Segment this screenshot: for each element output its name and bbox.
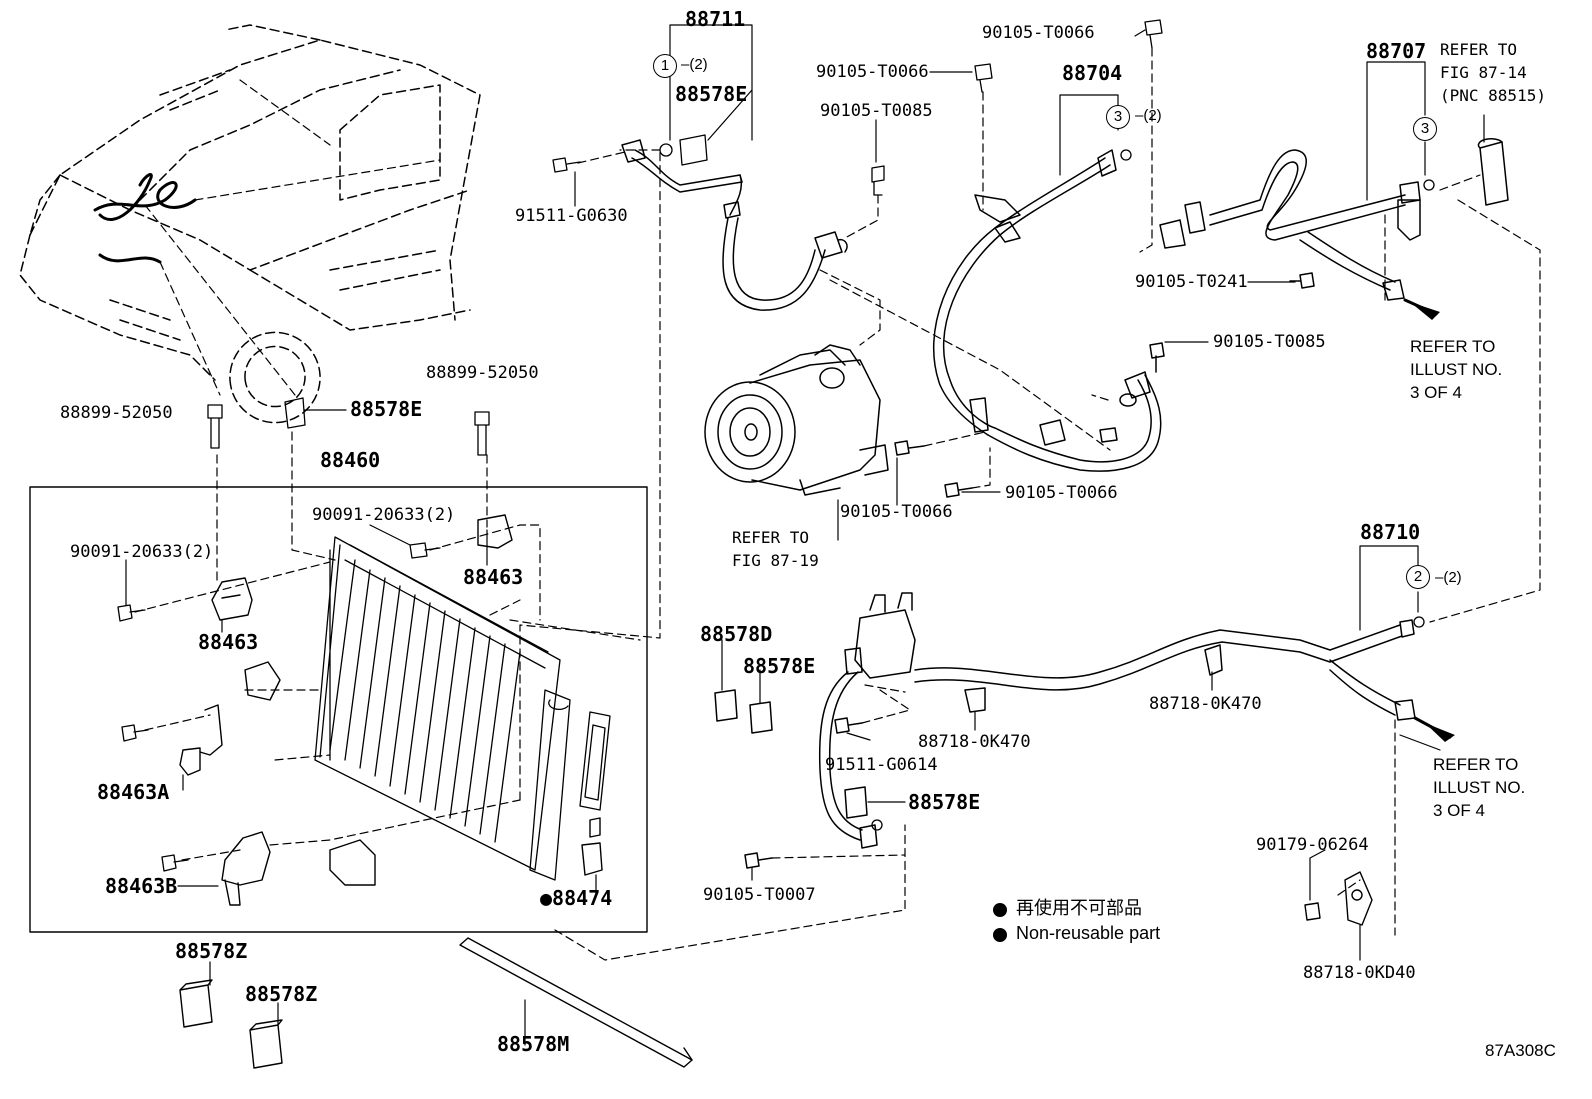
label-91511-G0614: 91511-G0614	[825, 755, 938, 775]
small-parts-top	[552, 19, 1163, 196]
legend-bullet-en	[993, 928, 1007, 942]
label-88460: 88460	[320, 448, 381, 472]
note-line: REFER TO	[1410, 337, 1496, 356]
label-88463-b: 88463	[198, 630, 259, 654]
legend-japanese: 再使用不可部品	[1016, 898, 1142, 918]
label-leaders	[125, 24, 1485, 1046]
label-90091-20633-b: 90091-20633(2)	[70, 542, 214, 562]
label-90105-T0066-b: 90105-T0066	[816, 62, 929, 82]
callout-3-qty: –(2)	[1135, 107, 1162, 124]
callout-2-qty-value: (2)	[1443, 569, 1462, 586]
label-88578Z-a: 88578Z	[175, 939, 248, 963]
callout-3-second: 3	[1413, 117, 1437, 141]
legend-english: Non-reusable part	[1016, 923, 1161, 943]
lower-leaders	[771, 684, 911, 859]
bolts	[117, 397, 490, 872]
label-91511-G0630: 91511-G0630	[515, 206, 628, 226]
label-88899-52050-b: 88899-52050	[426, 363, 539, 383]
label-88578D: 88578D	[700, 622, 773, 646]
label-88474: ●88474	[540, 886, 613, 910]
note-line: (PNC 88515)	[1440, 86, 1546, 105]
label-88578E-top: 88578E	[675, 82, 748, 106]
note-line: FIG 87-19	[732, 551, 819, 570]
hose-88710	[714, 592, 1416, 869]
note-refer-fig-87-19: REFER TO FIG 87-19	[732, 526, 819, 572]
condenser-leaders	[134, 149, 906, 961]
vehicle-leader-lines	[144, 79, 441, 396]
label-90105-T0066-a: 90105-T0066	[982, 23, 1095, 43]
note-refer-illust-b: REFER TO ILLUST NO. 3 OF 4	[1433, 753, 1525, 822]
arrow-refer-b-stem	[1413, 716, 1452, 739]
top-leaders	[577, 47, 1541, 936]
condenser-core	[314, 536, 611, 881]
label-88718-0KD40: 88718-0KD40	[1303, 963, 1416, 983]
callout-3-qty-value: (2)	[1143, 107, 1162, 124]
pads-bottom	[179, 937, 693, 1069]
diagram-code: 87A308C	[1485, 1041, 1556, 1060]
hose-88711	[621, 139, 848, 311]
label-88578E-mid: 88578E	[350, 397, 423, 421]
note-refer-fig-87-14: REFER TO FIG 87-14 (PNC 88515)	[1440, 38, 1546, 107]
vehicle-outline	[19, 24, 481, 424]
note-line: ILLUST NO.	[1410, 360, 1503, 379]
note-line: 3 OF 4	[1410, 383, 1462, 402]
label-90105-T0241: 90105-T0241	[1135, 272, 1248, 292]
label-88704: 88704	[1062, 61, 1123, 85]
note-refer-illust-a: REFER TO ILLUST NO. 3 OF 4	[1410, 335, 1502, 404]
label-88463-a: 88463	[463, 565, 524, 589]
callout-1-qty: –(2)	[681, 56, 708, 73]
label-90179-06264: 90179-06264	[1256, 835, 1369, 855]
condenser-frame	[29, 486, 648, 933]
vehicle-ac-lines	[93, 173, 197, 264]
label-88718-0K470-a: 88718-0K470	[918, 732, 1031, 752]
callout-3: 3	[1106, 105, 1130, 129]
compressor	[704, 344, 889, 496]
callout-2-qty: –(2)	[1435, 569, 1462, 586]
label-90105-T0066-d: 90105-T0066	[840, 502, 953, 522]
hose-88707	[1159, 137, 1509, 301]
label-88578E-bot: 88578E	[908, 790, 981, 814]
label-90105-T0085-b: 90105-T0085	[1213, 332, 1326, 352]
label-90091-20633-a: 90091-20633(2)	[312, 505, 456, 525]
label-88899-52050-a: 88899-52050	[60, 403, 173, 423]
label-88707: 88707	[1366, 39, 1427, 63]
note-line: ILLUST NO.	[1433, 778, 1526, 797]
label-88578Z-b: 88578Z	[245, 982, 318, 1006]
condenser-brackets	[179, 514, 603, 906]
legend-bullet-jp	[993, 903, 1007, 917]
note-line: REFER TO	[1440, 40, 1518, 59]
note-line: REFER TO	[1433, 755, 1519, 774]
label-88578E-low: 88578E	[743, 654, 816, 678]
label-88711: 88711	[685, 7, 746, 31]
label-88463A: 88463A	[97, 780, 170, 804]
label-88710: 88710	[1360, 520, 1421, 544]
label-88718-0K470-b: 88718-0K470	[1149, 694, 1262, 714]
callout-1-qty-value: (2)	[689, 56, 708, 73]
label-88463B: 88463B	[105, 874, 178, 898]
label-90105-T0007: 90105-T0007	[703, 885, 816, 905]
note-line: 3 OF 4	[1433, 801, 1485, 820]
hose-88704	[894, 149, 1165, 498]
callout-1: 1	[653, 54, 677, 78]
label-90105-T0085-a: 90105-T0085	[820, 101, 933, 121]
oring-small	[871, 149, 1435, 831]
label-90105-T0066-c: 90105-T0066	[1005, 483, 1118, 503]
note-line: REFER TO	[732, 528, 810, 547]
label-88578M: 88578M	[497, 1032, 570, 1056]
callout-2: 2	[1406, 565, 1430, 589]
compressor-leaders	[923, 394, 1109, 489]
note-line: FIG 87-14	[1440, 63, 1527, 82]
arrow-refer-a-stem	[1403, 298, 1438, 316]
clamp-88718-0KD40	[1304, 871, 1373, 926]
